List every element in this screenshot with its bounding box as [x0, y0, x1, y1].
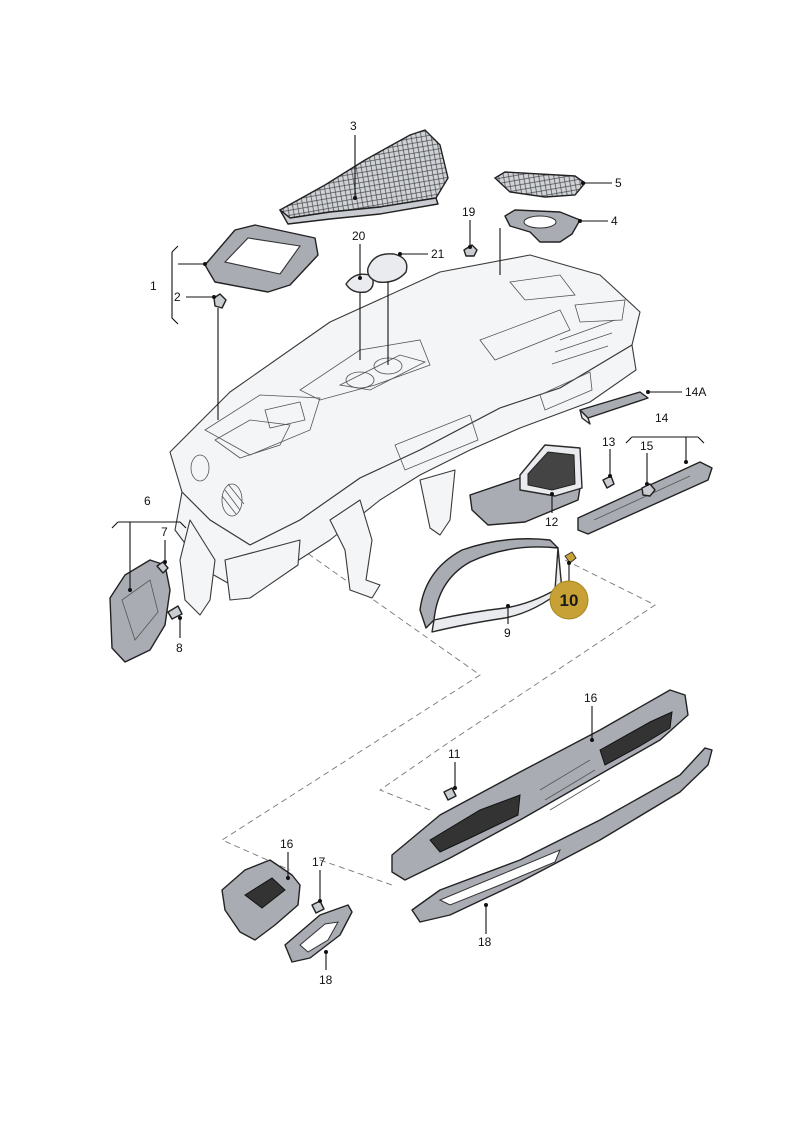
- part-13-screw: [602, 475, 615, 489]
- assembly-dashed-lines: [221, 547, 656, 886]
- highlight-circle: [549, 580, 589, 620]
- part-14-trim-strip: [577, 461, 713, 535]
- part-21-cover: [367, 253, 408, 283]
- callout-16-right: 16: [584, 691, 598, 705]
- part-7-clip: [156, 561, 169, 574]
- callout-19: 19: [462, 205, 476, 219]
- callout-5: 5: [615, 176, 622, 190]
- part-18-long-trim: [411, 747, 713, 923]
- part-17-screw: [311, 900, 325, 914]
- part-11-screw: [443, 787, 457, 801]
- callout-20: 20: [352, 229, 366, 243]
- part-16-left-vent: [221, 859, 301, 941]
- part-9-cluster-surround: [419, 538, 563, 633]
- part-18-left-trim: [284, 904, 353, 963]
- dashboard-body: [169, 254, 641, 616]
- part-4-bracket: [504, 209, 581, 243]
- callout-8: 8: [176, 641, 183, 655]
- callout-14: 14: [655, 411, 669, 425]
- part-2-clip: [213, 293, 227, 309]
- callout-labels: 3 5 4 19 20 21 1 2 14A 14 13 15 12 6 7 8…: [144, 119, 706, 987]
- part-12-display: [469, 444, 583, 526]
- callout-15: 15: [640, 439, 654, 453]
- callout-2: 2: [174, 290, 181, 304]
- callout-3: 3: [350, 119, 357, 133]
- part-3-speaker-grille: [278, 129, 449, 225]
- callout-1: 1: [150, 279, 157, 293]
- callout-17: 17: [312, 855, 326, 869]
- part-14a-trim-strip: [579, 391, 649, 425]
- callout-4: 4: [611, 214, 618, 228]
- callout-14a: 14A: [685, 385, 706, 399]
- highlight-badge-10[interactable]: 10: [549, 580, 589, 620]
- part-5-mesh-insert: [493, 171, 587, 198]
- callout-16-left: 16: [280, 837, 294, 851]
- part-6-side-panel: [109, 559, 171, 663]
- callout-11: 11: [448, 747, 461, 761]
- part-8-clip: [167, 605, 183, 620]
- part-20-cover: [345, 273, 374, 294]
- callout-21: 21: [431, 247, 445, 261]
- callout-7: 7: [161, 525, 168, 539]
- callout-13: 13: [602, 435, 616, 449]
- callout-6: 6: [144, 494, 151, 508]
- part-1-bezel-frame: [204, 224, 319, 293]
- part-10-clip: [564, 551, 577, 564]
- part-16-vent-assembly: [391, 689, 689, 881]
- leader-lines: [111, 135, 705, 970]
- callout-9: 9: [504, 626, 511, 640]
- callout-18-right: 18: [478, 935, 492, 949]
- highlight-label: 10: [560, 591, 579, 610]
- callout-12: 12: [545, 515, 559, 529]
- callout-18-left: 18: [319, 973, 333, 987]
